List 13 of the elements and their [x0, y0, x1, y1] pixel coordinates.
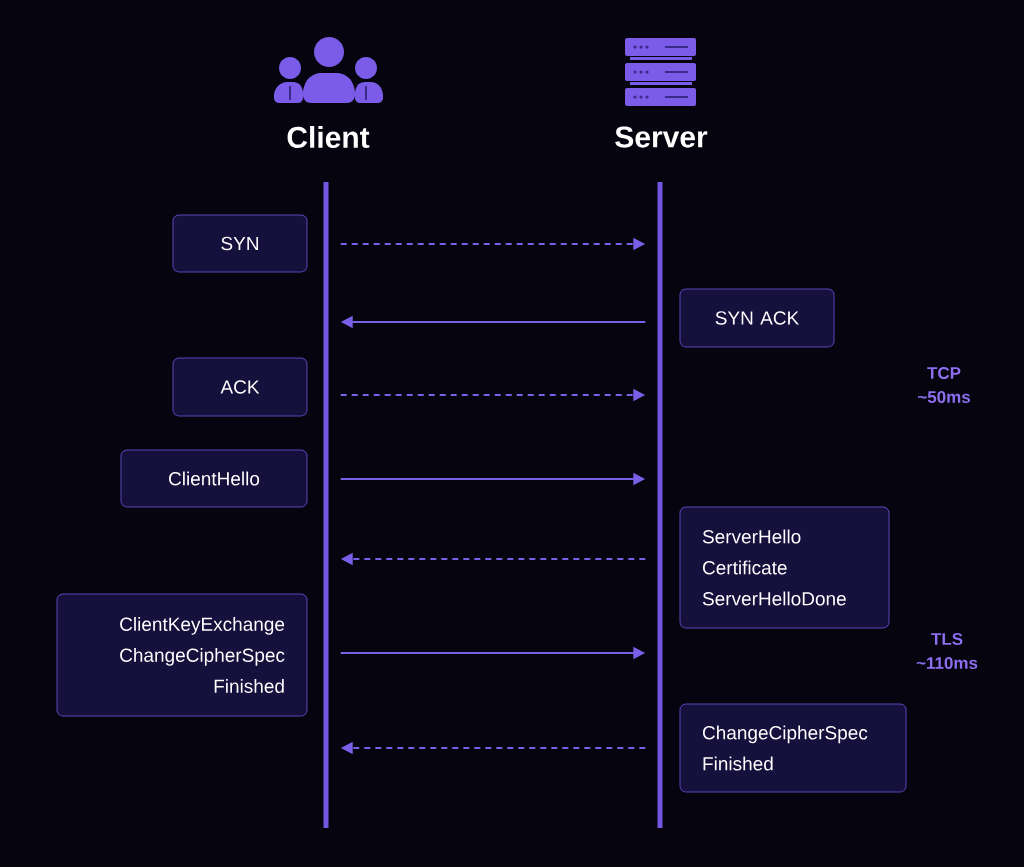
lifeline [657, 182, 663, 828]
message-box: SYN [172, 214, 308, 273]
duration-label: TCP ~50ms [918, 367, 970, 404]
participant-title: Client [287, 126, 370, 148]
message-box: ACK [172, 357, 308, 417]
message-box: SYN ACK [679, 288, 835, 348]
participant-title: Server [615, 126, 708, 148]
message-box: ClientHello [120, 449, 308, 508]
message-box: ServerHello Certificate ServerHelloDone [679, 506, 890, 629]
lifeline [323, 182, 329, 828]
duration-label: TLS ~110ms [916, 633, 978, 670]
message-box: ChangeCipherSpec Finished [679, 703, 907, 793]
message-box: ClientKeyExchange ChangeCipherSpec Finished [56, 593, 308, 717]
